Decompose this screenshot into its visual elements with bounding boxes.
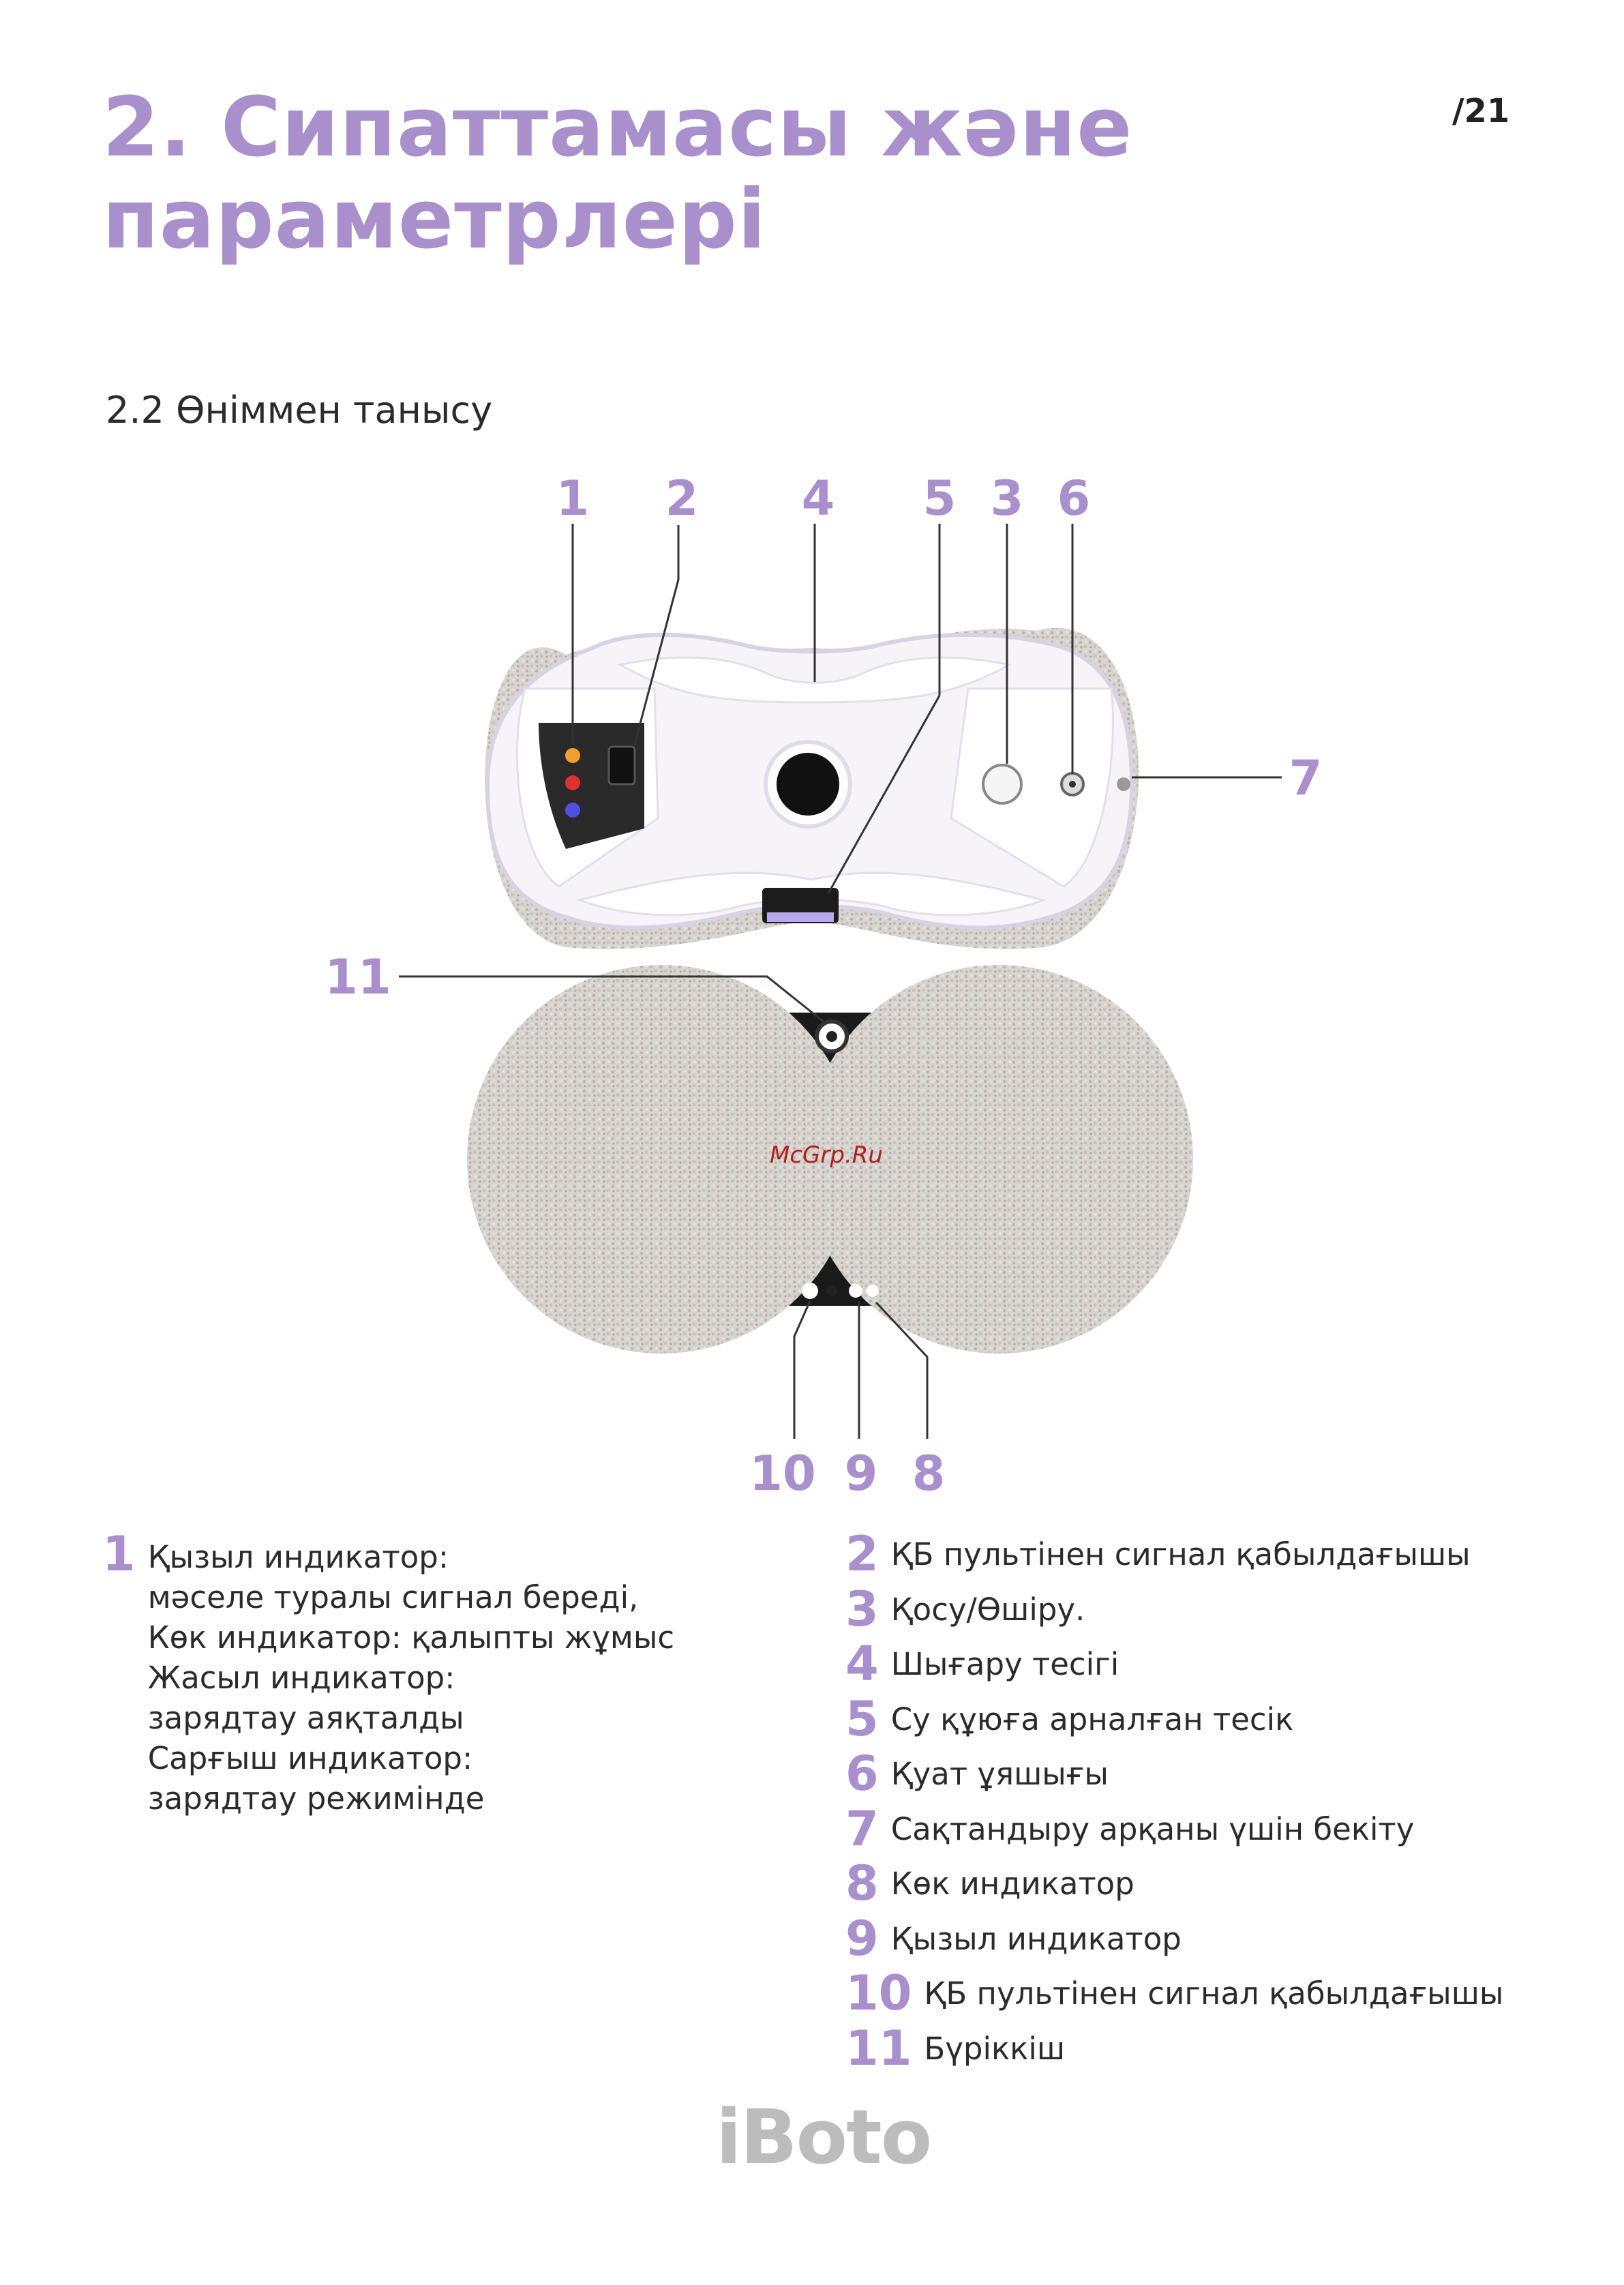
legend-line: мәселе туралы сигнал береді,	[147, 1579, 639, 1615]
legend-line: зарядтау аяқталды	[147, 1700, 464, 1736]
legend-number: 6	[845, 1746, 879, 1802]
power-button	[982, 764, 1023, 805]
legend-item-5: 5 Су құюға арналған тесік	[845, 1692, 1503, 1748]
legend-text: Бүріккіш	[924, 2030, 1066, 2067]
callout-4: 4	[802, 471, 835, 526]
legend-number: 1	[102, 1526, 136, 1582]
legend-line: Сарғыш индикатор:	[147, 1740, 473, 1776]
watermark: McGrp.Ru	[770, 1141, 883, 1169]
legend-item-7: 7 Сақтандыру арқаны үшін бекіту	[845, 1802, 1503, 1857]
indicator-orange-dot	[565, 748, 580, 763]
callout-1: 1	[556, 471, 590, 526]
legend-item-9: 9 Қызыл индикатор	[845, 1912, 1503, 1967]
legend-item-6: 6 Қуат ұяшығы	[845, 1747, 1503, 1802]
bottom-red-indicator	[826, 1285, 837, 1296]
product-diagram: 1 2 4 5 3 6 7 11 10 9 8 McGrp.Ru	[325, 471, 1323, 1500]
legend-text: Сақтандыру арқаны үшін бекіту	[890, 1810, 1415, 1847]
legend-right: 2 ҚБ пультінен сигнал қабылдағышы 3 Қосу/Ө…	[845, 1527, 1503, 2076]
callout-8: 8	[912, 1446, 946, 1500]
legend-number: 10	[845, 1965, 912, 2021]
legend-line: Көк индикатор: қалыпты жұмыс	[147, 1619, 675, 1656]
callout-7: 7	[1289, 750, 1323, 806]
page-title: 2. Сипаттамасы және параметрлері	[102, 82, 1133, 266]
legend-number: 3	[845, 1581, 879, 1637]
legend-number: 9	[845, 1910, 879, 1967]
callout-2: 2	[665, 471, 699, 526]
indicator-blue-dot	[565, 803, 580, 818]
device-top-view	[485, 627, 1139, 949]
callout-6: 6	[1057, 471, 1091, 526]
legend-item-11: 11 Бүріккіш	[845, 2022, 1503, 2077]
legend-number: 2	[845, 1526, 879, 1582]
safety-rope-mount	[1117, 777, 1130, 791]
legend-item-10: 10 ҚБ пультінен сигнал қабылдағышы	[845, 1967, 1503, 2022]
mop-pad-left	[467, 965, 856, 1354]
device-bottom-view	[467, 965, 1193, 1354]
legend-text: Қызыл индикатор	[890, 1920, 1182, 1957]
legend-text: ҚБ пультінен сигнал қабылдағышы	[924, 1975, 1504, 2012]
leader-lines	[399, 524, 1282, 1439]
ir-receiver-window	[607, 745, 636, 786]
legend-text: Шығару тесігі	[890, 1646, 1119, 1682]
indicator-red-dot	[565, 775, 580, 790]
legend-number: 4	[845, 1636, 879, 1692]
legend-number: 11	[845, 2020, 912, 2076]
legend-item-1: 1 Қызыл индикатор: мәселе туралы сигнал …	[102, 1527, 674, 1819]
title-line-2: параметрлері	[102, 173, 766, 267]
brand-logo: iBoto	[716, 2093, 932, 2181]
callout-10: 10	[749, 1446, 815, 1500]
legend-number: 7	[845, 1800, 879, 1857]
page-number: /21	[1452, 92, 1510, 130]
legend-text: Қуат ұяшығы	[890, 1756, 1109, 1792]
legend-item-8: 8 Көк индикатор	[845, 1857, 1503, 1912]
callout-9: 9	[845, 1446, 878, 1500]
legend-left: 1 Қызыл индикатор: мәселе туралы сигнал …	[102, 1527, 674, 1819]
legend-line: Жасыл индикатор:	[147, 1660, 455, 1696]
mop-pad-right	[805, 965, 1193, 1354]
title-line-1: 2. Сипаттамасы және	[102, 80, 1133, 175]
legend-text: Қосу/Өшіру.	[890, 1591, 1085, 1628]
legend-item-4: 4 Шығару тесігі	[845, 1637, 1503, 1692]
callout-3: 3	[991, 471, 1024, 526]
bottom-ir-receiver	[802, 1283, 818, 1299]
legend-number: 8	[845, 1855, 879, 1911]
section-subtitle: 2.2 Өніммен танысу	[106, 389, 493, 432]
legend-item-2: 2 ҚБ пультінен сигнал қабылдағышы	[845, 1527, 1503, 1583]
legend-text: Көк индикатор	[890, 1866, 1134, 1902]
legend-text: ҚБ пультінен сигнал қабылдағышы	[890, 1536, 1471, 1572]
legend-line: Қызыл индикатор:	[147, 1539, 449, 1575]
legend-line: зарядтау режимінде	[147, 1780, 485, 1817]
bottom-blue-indicator	[849, 1284, 862, 1298]
callout-11: 11	[325, 949, 391, 1005]
callout-5: 5	[923, 471, 957, 526]
legend-item-3: 3 Қосу/Өшіру.	[845, 1583, 1503, 1638]
legend-number: 5	[845, 1690, 879, 1747]
legend-text: Су құюға арналған тесік	[890, 1701, 1294, 1737]
